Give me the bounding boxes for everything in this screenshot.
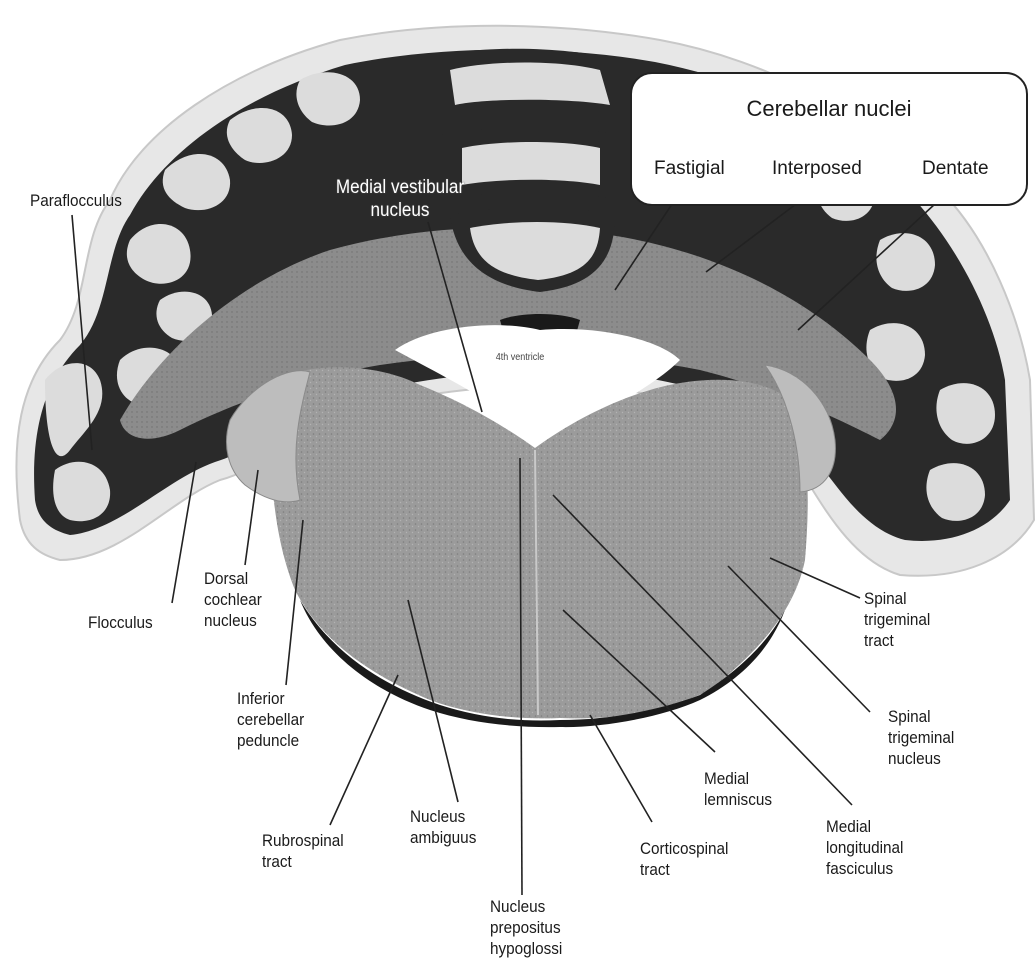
- dentate-label: Dentate: [922, 158, 989, 180]
- cerebellar-nuclei-box: Cerebellar nuclei Fastigial Interposed D…: [630, 72, 1028, 206]
- medial-longitudinal-fasciculus-label: Medial longitudinal fasciculus: [826, 816, 903, 879]
- paraflocculus-label: Paraflocculus: [30, 190, 122, 211]
- interposed-label: Interposed: [772, 158, 862, 180]
- inferior-cerebellar-peduncle-label: Inferior cerebellar peduncle: [237, 688, 304, 751]
- fastigial-label: Fastigial: [654, 158, 725, 180]
- fourth-ventricle-label: 4th ventricle: [475, 352, 565, 364]
- medial-vestibular-nucleus-label: Medial vestibular nucleus: [310, 176, 490, 222]
- corticospinal-tract-label: Corticospinal tract: [640, 838, 728, 880]
- nucleus-ambiguus-label: Nucleus ambiguus: [410, 806, 476, 848]
- spinal-trigeminal-tract-label: Spinal trigeminal tract: [864, 588, 930, 651]
- medial-lemniscus-label: Medial lemniscus: [704, 768, 772, 810]
- rubrospinal-tract-label: Rubrospinal tract: [262, 830, 344, 872]
- spinal-trigeminal-nucleus-label: Spinal trigeminal nucleus: [888, 706, 954, 769]
- nucleus-prepositus-hypoglossi-label: Nucleus prepositus hypoglossi: [490, 896, 562, 959]
- dorsal-cochlear-nucleus-label: Dorsal cochlear nucleus: [204, 568, 262, 631]
- cerebellar-nuclei-title: Cerebellar nuclei: [632, 96, 1026, 122]
- flocculus-label: Flocculus: [88, 612, 153, 633]
